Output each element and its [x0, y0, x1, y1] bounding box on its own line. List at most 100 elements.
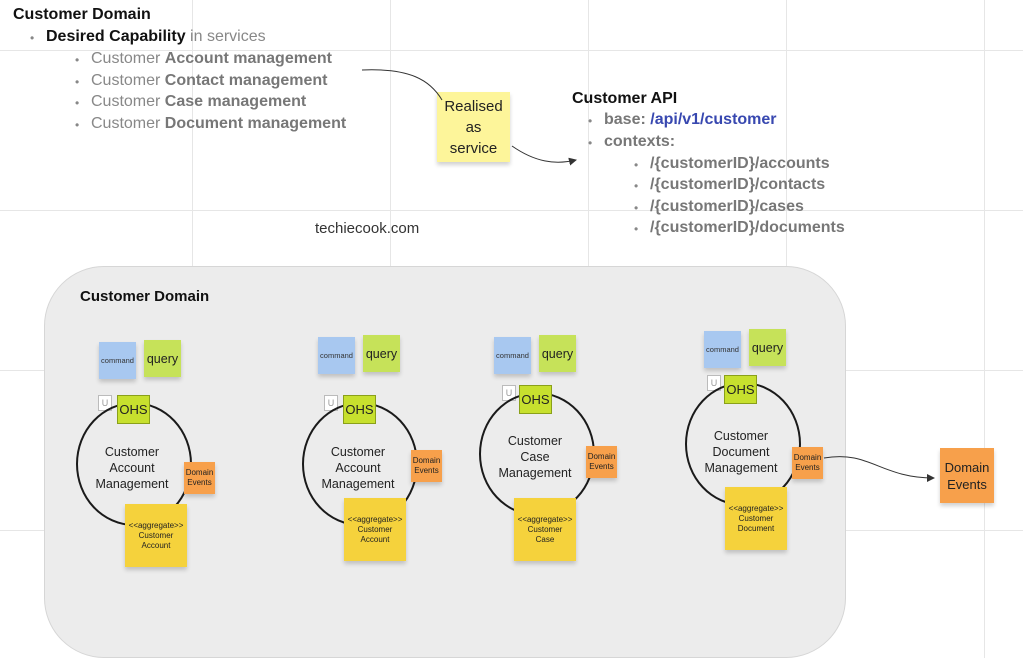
ohs-label: OHS	[119, 402, 148, 417]
aggregate-line: <<aggregate>>	[517, 514, 573, 524]
api-title: Customer API	[572, 90, 678, 107]
item-strong: Case management	[164, 93, 307, 110]
aggregate-sticky[interactable]: <<aggregate>> Customer Document	[725, 487, 787, 550]
aggregate-line: Customer	[527, 524, 563, 534]
ohs-sticky[interactable]: OHS	[724, 375, 757, 404]
context-name-line: Customer	[104, 445, 160, 459]
command-label: command	[320, 351, 353, 360]
note-line: Realised	[444, 97, 503, 115]
item-prefix: Customer	[91, 72, 165, 89]
aggregate-line: Account	[141, 540, 171, 550]
page-title: Customer Domain	[13, 6, 151, 23]
api-context-item: /{customerID}/accounts	[634, 155, 830, 173]
context-name-line: Customer	[330, 445, 386, 459]
capability-heading: Desired Capability in services	[30, 28, 266, 46]
capability-light: in services	[185, 28, 266, 45]
item-prefix: Customer	[91, 50, 165, 67]
events-line: Domain	[412, 456, 441, 465]
capability-item-contact: Customer Contact management	[75, 72, 328, 90]
capability-item-account: Customer Account management	[75, 50, 332, 68]
context-name-line: Case	[520, 450, 550, 464]
item-prefix: Customer	[91, 115, 165, 132]
aggregate-sticky[interactable]: <<aggregate>> Customer Account	[125, 504, 187, 567]
api-base-value: /api/v1/customer	[650, 111, 777, 128]
aggregate-line: Customer	[357, 524, 393, 534]
command-label: command	[496, 351, 529, 360]
item-strong: Document management	[164, 115, 347, 132]
context-name: Customer Case Management	[489, 433, 581, 481]
events-line: Domain	[587, 452, 616, 461]
events-line: Events	[589, 462, 614, 471]
context-name-line: Customer	[507, 434, 563, 448]
ohs-sticky[interactable]: OHS	[519, 385, 552, 414]
aggregate-sticky[interactable]: <<aggregate>> Customer Account	[344, 498, 406, 561]
aggregate-line: Account	[360, 534, 390, 544]
aggregate-line: Customer	[138, 530, 174, 540]
ohs-label: OHS	[345, 402, 374, 417]
capability-to-note-connector	[361, 69, 443, 101]
query-sticky[interactable]: query	[363, 335, 400, 372]
query-sticky[interactable]: query	[144, 340, 181, 377]
ohs-label: OHS	[521, 392, 550, 407]
command-label: command	[101, 356, 134, 365]
events-line: Events	[414, 466, 439, 475]
api-context-item: /{customerID}/cases	[634, 198, 804, 216]
context-name: Customer Account Management	[86, 444, 178, 492]
capability-item-case: Customer Case management	[75, 93, 307, 111]
query-sticky[interactable]: query	[749, 329, 786, 366]
query-label: query	[541, 346, 574, 361]
external-domain-events-sticky[interactable]: Domain Events	[940, 448, 994, 503]
capability-strong: Desired Capability	[46, 28, 186, 45]
watermark: techiecook.com	[315, 220, 420, 237]
aggregate-line: Case	[535, 534, 555, 544]
events-line: Domain	[185, 468, 214, 477]
command-sticky[interactable]: command	[99, 342, 136, 379]
api-contexts: contexts:	[588, 133, 675, 151]
context-name-line: Account	[109, 461, 155, 475]
context-name-line: Management	[321, 477, 395, 491]
command-sticky[interactable]: command	[704, 331, 741, 368]
query-label: query	[365, 346, 398, 361]
query-sticky[interactable]: query	[539, 335, 576, 372]
note-line: as	[465, 118, 482, 136]
ohs-label: OHS	[726, 382, 755, 397]
domain-title: Customer Domain	[80, 288, 210, 305]
aggregate-line: <<aggregate>>	[347, 514, 403, 524]
note-to-api-connector	[511, 145, 577, 166]
query-label: query	[751, 340, 784, 355]
command-sticky[interactable]: command	[318, 337, 355, 374]
realised-as-service-note[interactable]: Realised as service	[437, 92, 510, 162]
context-name-line: Customer	[713, 429, 769, 443]
api-base: base: /api/v1/customer	[588, 111, 777, 129]
aggregate-line: Document	[737, 523, 775, 533]
events-line: Events	[947, 476, 987, 492]
aggregate-line: <<aggregate>>	[128, 520, 184, 530]
context-name-line: Management	[704, 461, 778, 475]
events-line: Domain	[793, 453, 822, 462]
api-context-item: /{customerID}/contacts	[634, 176, 825, 194]
aggregate-line: Customer	[738, 513, 774, 523]
context-name-line: Account	[335, 461, 381, 475]
item-prefix: Customer	[91, 93, 165, 110]
note-line: service	[449, 139, 498, 157]
context-name-line: Management	[498, 466, 572, 480]
item-strong: Contact management	[164, 72, 328, 89]
ohs-sticky[interactable]: OHS	[343, 395, 376, 424]
api-base-label: base:	[604, 111, 651, 128]
item-strong: Account management	[164, 50, 332, 67]
context-name-line: Management	[95, 477, 169, 491]
aggregate-sticky[interactable]: <<aggregate>> Customer Case	[514, 498, 576, 561]
api-context-item: /{customerID}/documents	[634, 219, 845, 237]
ohs-sticky[interactable]: OHS	[117, 395, 150, 424]
events-line: Events	[187, 478, 212, 487]
command-label: command	[706, 345, 739, 354]
events-line: Events	[795, 463, 820, 472]
events-line: Domain	[944, 459, 990, 475]
command-sticky[interactable]: command	[494, 337, 531, 374]
capability-item-document: Customer Document management	[75, 115, 347, 133]
context-name: Customer Document Management	[695, 428, 787, 476]
